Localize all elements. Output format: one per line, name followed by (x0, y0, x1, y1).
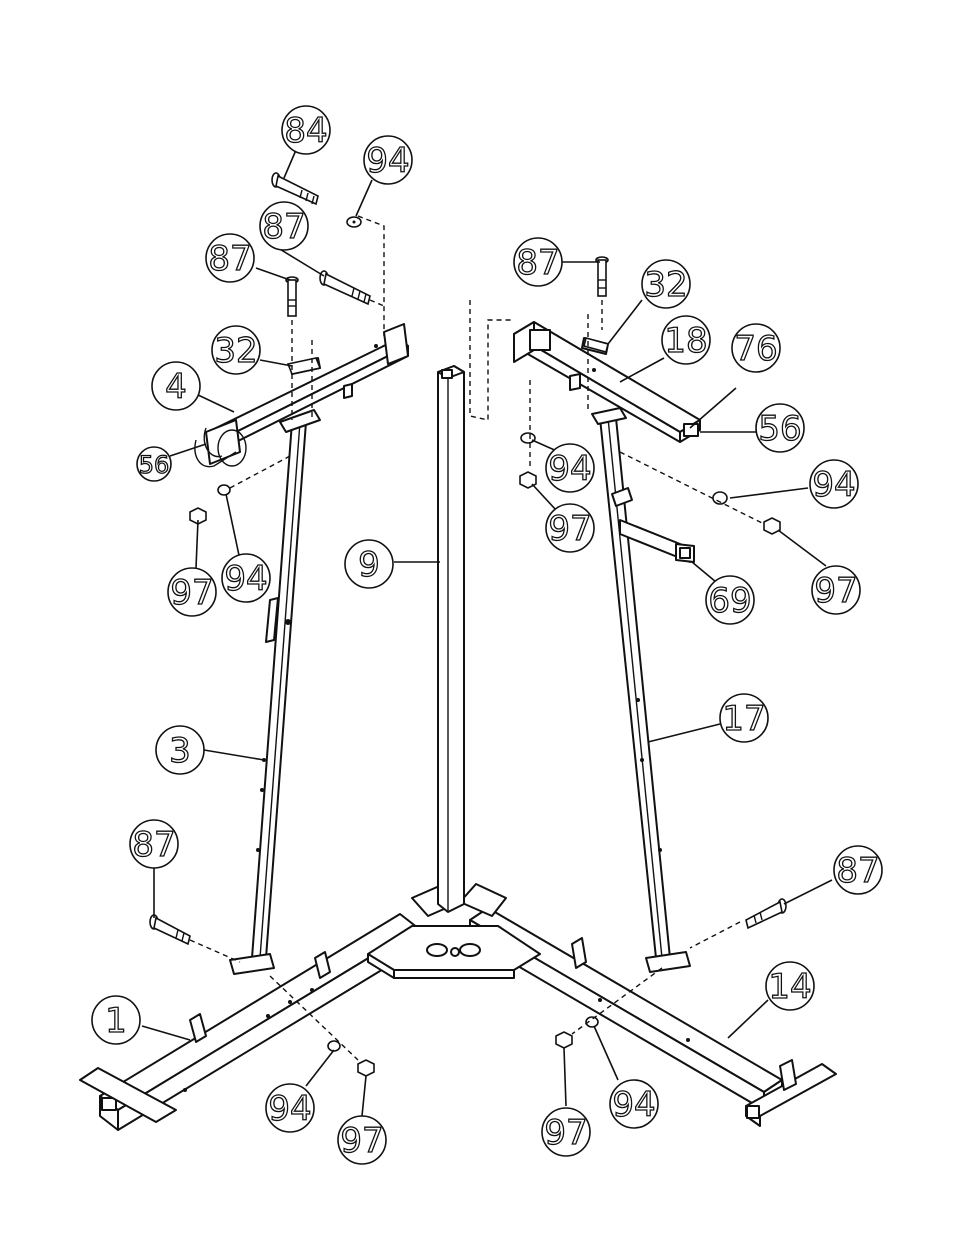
svg-text:87: 87 (262, 207, 305, 247)
callout-84: 84 (282, 106, 330, 154)
svg-text:97: 97 (340, 1121, 383, 1161)
bolt-87-upper-long (320, 271, 370, 304)
callout-94: 94 (266, 1084, 314, 1132)
svg-text:97: 97 (548, 509, 591, 549)
callout-87: 87 (130, 820, 178, 868)
washer-94-bottom-left (328, 1041, 340, 1051)
bolt-84 (272, 173, 318, 204)
callout-76: 76 (732, 324, 780, 372)
svg-text:97: 97 (544, 1113, 587, 1153)
svg-text:94: 94 (548, 449, 591, 489)
bracket-32-left (288, 358, 320, 374)
svg-text:97: 97 (814, 571, 857, 611)
washer-94-mid (521, 433, 535, 443)
svg-text:56: 56 (758, 409, 801, 449)
callout-87: 87 (514, 238, 562, 286)
callout-3: 3 (156, 726, 204, 774)
svg-text:69: 69 (708, 581, 751, 621)
callout-97: 97 (542, 1108, 590, 1156)
callout-94: 94 (610, 1080, 658, 1128)
part-69-side-arm (620, 520, 694, 562)
nut-97-bottom-left (358, 1060, 374, 1076)
callout-87: 87 (834, 846, 882, 894)
svg-text:84: 84 (284, 111, 327, 151)
svg-text:17: 17 (722, 699, 765, 739)
callout-18: 18 (662, 316, 710, 364)
svg-text:94: 94 (612, 1085, 655, 1125)
callout-17: 17 (720, 694, 768, 742)
part-17-right-upright (592, 408, 690, 972)
callout-94: 94 (546, 444, 594, 492)
callout-94: 94 (810, 460, 858, 508)
bolt-87-vertical-right (596, 257, 608, 296)
svg-text:87: 87 (132, 825, 175, 865)
bolt-87-left-low (150, 915, 190, 944)
svg-text:3: 3 (169, 731, 191, 771)
part-3-left-upright (230, 410, 320, 974)
callout-32: 32 (212, 326, 260, 374)
callout-87: 87 (260, 202, 308, 250)
bolt-87-right-low (746, 899, 786, 928)
nut-97-right (764, 518, 780, 534)
washer-94-left (218, 485, 230, 495)
svg-text:1: 1 (105, 1001, 127, 1041)
callout-9: 9 (345, 540, 393, 588)
svg-text:76: 76 (734, 329, 777, 369)
washer-94-top (347, 217, 361, 227)
svg-text:97: 97 (170, 573, 213, 613)
callout-56: 56 (756, 404, 804, 452)
callout-14: 14 (766, 962, 814, 1010)
svg-text:4: 4 (165, 367, 187, 407)
callout-97: 97 (168, 568, 216, 616)
svg-text:94: 94 (812, 465, 855, 505)
bolt-87-vertical-left (286, 277, 298, 316)
svg-text:18: 18 (664, 321, 707, 361)
callout-94: 94 (364, 136, 412, 184)
svg-text:87: 87 (516, 243, 559, 283)
callout-97: 97 (812, 566, 860, 614)
callout-94: 94 (222, 554, 270, 602)
callout-56: 56 (137, 447, 171, 481)
svg-text:94: 94 (224, 559, 267, 599)
svg-text:56: 56 (139, 451, 170, 479)
callout-97: 97 (338, 1116, 386, 1164)
svg-text:94: 94 (268, 1089, 311, 1129)
callout-97: 97 (546, 504, 594, 552)
callout-4: 4 (152, 362, 200, 410)
svg-text:32: 32 (644, 265, 687, 305)
callout-69: 69 (706, 576, 754, 624)
nut-97-bottom-right (556, 1032, 572, 1048)
callout-32: 32 (642, 260, 690, 308)
svg-text:14: 14 (768, 967, 811, 1007)
svg-text:9: 9 (358, 545, 380, 585)
svg-text:94: 94 (366, 141, 409, 181)
callout-87: 87 (206, 234, 254, 282)
svg-text:87: 87 (836, 851, 879, 891)
svg-text:32: 32 (214, 331, 257, 371)
svg-text:87: 87 (208, 239, 251, 279)
callout-1: 1 (92, 996, 140, 1044)
part-9-center-upright (438, 366, 464, 912)
